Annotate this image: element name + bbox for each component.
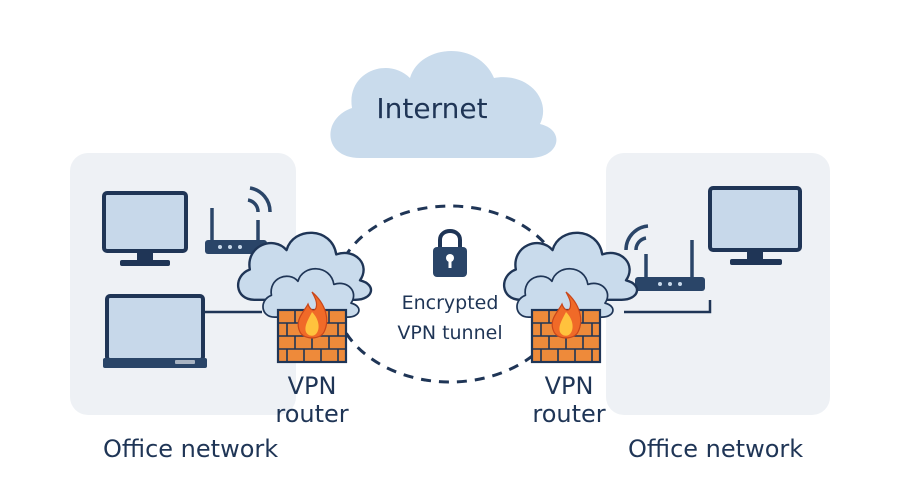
internet-cloud-icon	[330, 50, 557, 158]
office-network-left-label: Office network	[103, 435, 279, 463]
wifi-router-icon	[205, 186, 272, 254]
vpn-router-right-line2: router	[532, 400, 606, 428]
laptop-icon	[103, 294, 207, 368]
connection-line-right	[624, 300, 712, 314]
wifi-router-icon	[624, 224, 705, 291]
tunnel-label: Encrypted VPN tunnel	[380, 288, 520, 348]
vpn-router-right-label: VPN router	[514, 372, 624, 428]
internet-label: Internet	[376, 92, 488, 125]
tunnel-label-line1: Encrypted	[401, 292, 499, 314]
vpn-router-left-line2: router	[275, 400, 349, 428]
vpn-router-left-line1: VPN	[287, 372, 337, 400]
office-network-right-label: Office network	[628, 435, 804, 463]
vpn-router-right-line1: VPN	[544, 372, 594, 400]
lock-icon	[433, 229, 467, 277]
monitor-icon	[708, 186, 802, 265]
tunnel-label-line2: VPN tunnel	[397, 322, 503, 344]
vpn-router-left-label: VPN router	[257, 372, 367, 428]
monitor-icon	[102, 191, 188, 266]
